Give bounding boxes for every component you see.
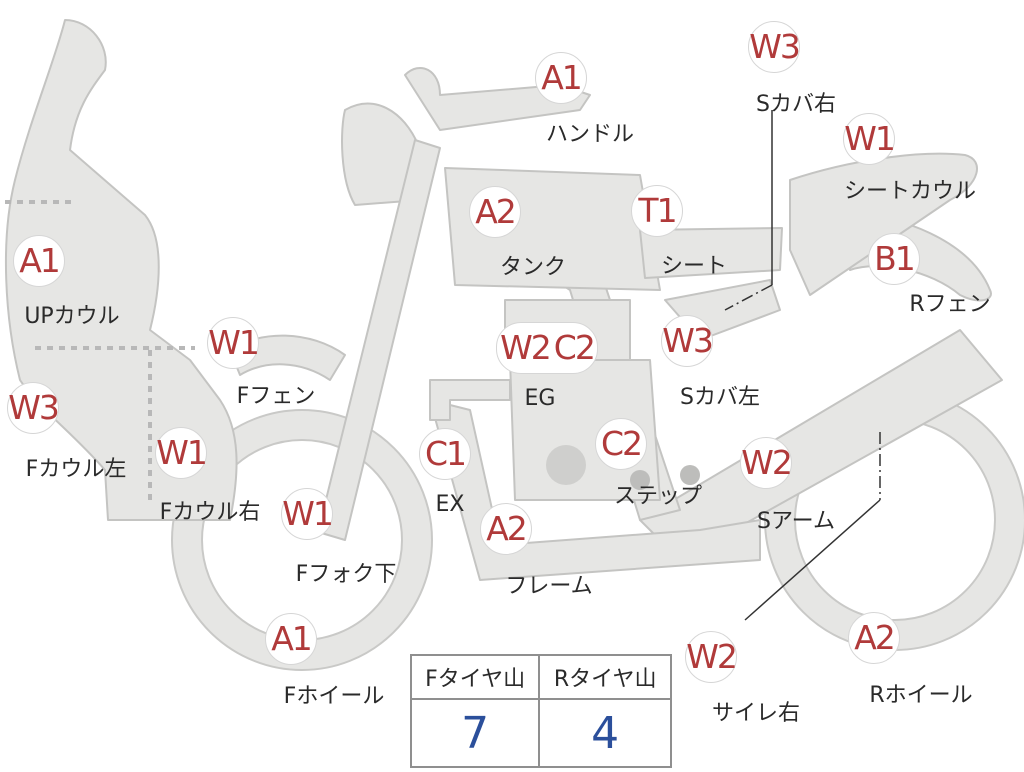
front-tire-value[interactable]: 7 bbox=[409, 698, 541, 768]
upper-cowl bbox=[4, 19, 238, 521]
badge-rfender[interactable]: B1 bbox=[868, 233, 920, 285]
badge-seatcowl[interactable]: W1 bbox=[843, 113, 896, 165]
badge-frame[interactable]: A2 bbox=[480, 503, 532, 555]
label-seat: シート bbox=[660, 254, 728, 279]
label-ffender: Fフェン bbox=[236, 384, 316, 409]
label-rwheel: Rホイール bbox=[869, 683, 973, 708]
label-swingarm: Sアーム bbox=[757, 509, 835, 534]
label-scover-right: Sカバ右 bbox=[756, 92, 836, 117]
front-fork bbox=[317, 139, 441, 541]
handlebar bbox=[404, 66, 591, 131]
label-fwheel: Fホイール bbox=[283, 684, 385, 709]
badge-handle[interactable]: A1 bbox=[535, 52, 587, 104]
label-upcowl: UPカウル bbox=[24, 304, 120, 329]
badge-fcowl-right[interactable]: W1 bbox=[155, 427, 208, 479]
label-handle: ハンドル bbox=[545, 122, 635, 147]
badge-step[interactable]: C2 bbox=[595, 418, 647, 470]
badge-seat[interactable]: T1 bbox=[631, 185, 683, 237]
badge-exhaust[interactable]: C1 bbox=[419, 428, 471, 480]
badge-swingarm[interactable]: W2 bbox=[740, 437, 793, 489]
front-fender bbox=[229, 334, 346, 381]
label-silencer-right: サイレ右 bbox=[711, 701, 801, 726]
badge-ffork-lower[interactable]: W1 bbox=[281, 488, 334, 540]
label-engine: EG bbox=[524, 386, 556, 411]
badge-ffender[interactable]: W1 bbox=[207, 317, 260, 369]
rear-tire-header: Rタイヤ山 bbox=[538, 654, 672, 700]
badge-scover-left[interactable]: W3 bbox=[661, 315, 714, 367]
label-fcowl-left: Fカウル左 bbox=[25, 457, 127, 482]
badge-scover-right[interactable]: W3 bbox=[748, 21, 801, 73]
badge-silencer-right[interactable]: W2 bbox=[685, 631, 738, 683]
label-exhaust: EX bbox=[435, 492, 465, 517]
front-tire-header: Fタイヤ山 bbox=[409, 654, 541, 700]
frame bbox=[429, 399, 761, 581]
exhaust bbox=[429, 379, 511, 421]
seat bbox=[639, 227, 783, 279]
badge-fwheel[interactable]: A1 bbox=[265, 613, 317, 665]
cowl-section-dividers bbox=[5, 200, 195, 500]
badge-tank[interactable]: A2 bbox=[469, 186, 521, 238]
label-ffork-lower: Fフォク下 bbox=[295, 562, 397, 587]
label-rfender: Rフェン bbox=[909, 292, 991, 317]
label-scover-left: Sカバ左 bbox=[680, 385, 760, 410]
badge-upcowl[interactable]: A1 bbox=[13, 235, 65, 287]
label-frame: フレーム bbox=[505, 574, 593, 599]
rear-tire-value[interactable]: 4 bbox=[538, 698, 672, 768]
seat-cowl bbox=[789, 152, 978, 296]
badge-fcowl-left[interactable]: W3 bbox=[7, 382, 60, 434]
label-seatcowl: シートカウル bbox=[843, 179, 977, 204]
label-fcowl-right: Fカウル右 bbox=[159, 500, 261, 525]
label-step: ステップ bbox=[613, 484, 703, 509]
tire-tread-table: Fタイヤ山 Rタイヤ山 7 4 bbox=[409, 654, 672, 768]
label-tank: タンク bbox=[499, 255, 567, 280]
badge-rwheel[interactable]: A2 bbox=[848, 612, 900, 664]
leader-lines bbox=[724, 110, 881, 621]
